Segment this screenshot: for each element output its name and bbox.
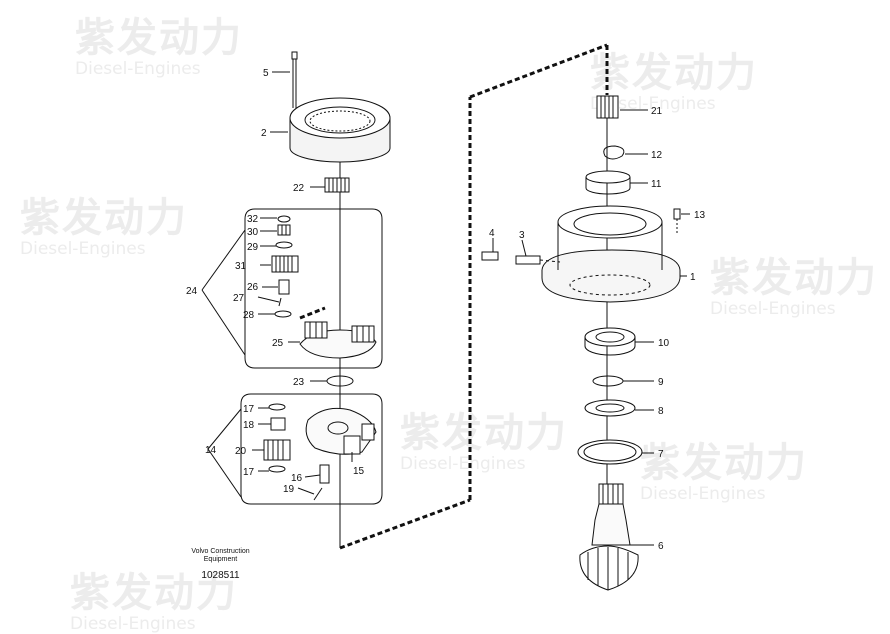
callout-29: 29 xyxy=(247,242,259,253)
callout-16: 16 xyxy=(291,473,303,484)
part-5-bolt xyxy=(291,51,298,108)
callout-4: 4 xyxy=(489,228,495,239)
callout-25: 25 xyxy=(272,338,284,349)
callout-14: 14 xyxy=(205,445,217,456)
part-17-washer-lower xyxy=(268,465,286,473)
part-18-bearing xyxy=(270,417,286,431)
callout-21: 21 xyxy=(651,106,663,117)
part-15-planet-carrier xyxy=(305,407,377,455)
group-24-box xyxy=(244,208,383,369)
part-27-roll-pin xyxy=(278,297,282,307)
part-16-pin xyxy=(319,464,330,484)
part-28-washer xyxy=(274,310,292,318)
part-22-bearing xyxy=(324,177,350,193)
callout-30: 30 xyxy=(247,227,259,238)
callout-19: 19 xyxy=(283,484,295,495)
part-9-o-ring xyxy=(592,375,624,387)
callout-32: 32 xyxy=(247,214,259,225)
part-8-seal xyxy=(584,399,636,417)
group-14-box xyxy=(240,393,383,505)
part-7-ring xyxy=(577,439,643,465)
callout-28: 28 xyxy=(243,310,255,321)
callout-26: 26 xyxy=(247,282,259,293)
callout-31: 31 xyxy=(235,261,247,272)
part-17-washer xyxy=(268,403,286,411)
callout-6: 6 xyxy=(658,541,664,552)
part-30-bearing xyxy=(277,224,291,236)
part-12-spring-clip xyxy=(603,145,625,160)
part-6-pinion-shaft xyxy=(579,483,639,591)
part-4-fitting xyxy=(481,238,499,261)
callout-24: 24 xyxy=(186,286,198,297)
callout-22: 22 xyxy=(293,183,305,194)
part-31-planet-gear xyxy=(271,255,299,273)
part-26-pin xyxy=(278,279,290,295)
callout-17b: 17 xyxy=(243,467,255,478)
part-3-nipple xyxy=(515,255,541,265)
assembly-dashed-path xyxy=(299,43,609,550)
footer-label: Volvo Construction Equipment 1028511 xyxy=(178,548,263,581)
part-21-bearing xyxy=(596,95,619,119)
callout-labels: 5 2 22 32 30 29 31 26 27 28 24 25 23 17 … xyxy=(186,68,706,552)
callout-11: 11 xyxy=(651,179,662,190)
callout-15: 15 xyxy=(353,466,365,477)
footer-line-2: Equipment xyxy=(203,556,238,563)
callout-1: 1 xyxy=(690,272,696,283)
callout-20: 20 xyxy=(235,446,247,457)
callout-3: 3 xyxy=(519,230,525,241)
part-25-planet-carrier xyxy=(299,321,377,359)
callout-10: 10 xyxy=(658,338,670,349)
part-20-planet-gear xyxy=(263,439,291,461)
callout-9: 9 xyxy=(658,377,664,388)
callout-17a: 17 xyxy=(243,404,255,415)
callout-18: 18 xyxy=(243,420,255,431)
callout-5: 5 xyxy=(263,68,269,79)
callout-27: 27 xyxy=(233,293,245,304)
part-32-washer xyxy=(277,215,291,223)
part-2-ring-gear xyxy=(289,97,391,163)
callout-12: 12 xyxy=(651,150,663,161)
callout-7: 7 xyxy=(658,449,664,460)
callout-23: 23 xyxy=(293,377,305,388)
part-19-roll-pin xyxy=(313,487,323,501)
part-11-bearing xyxy=(585,170,631,195)
part-29-washer xyxy=(275,241,293,249)
callout-13: 13 xyxy=(694,210,706,221)
drawing-number: 1028511 xyxy=(201,570,240,581)
callout-8: 8 xyxy=(658,406,664,417)
part-13-plug xyxy=(673,208,681,220)
footer-line-1: Volvo Construction xyxy=(191,548,250,555)
callout-2: 2 xyxy=(261,128,267,139)
part-10-bearing xyxy=(584,327,636,356)
part-1-housing xyxy=(541,205,681,303)
